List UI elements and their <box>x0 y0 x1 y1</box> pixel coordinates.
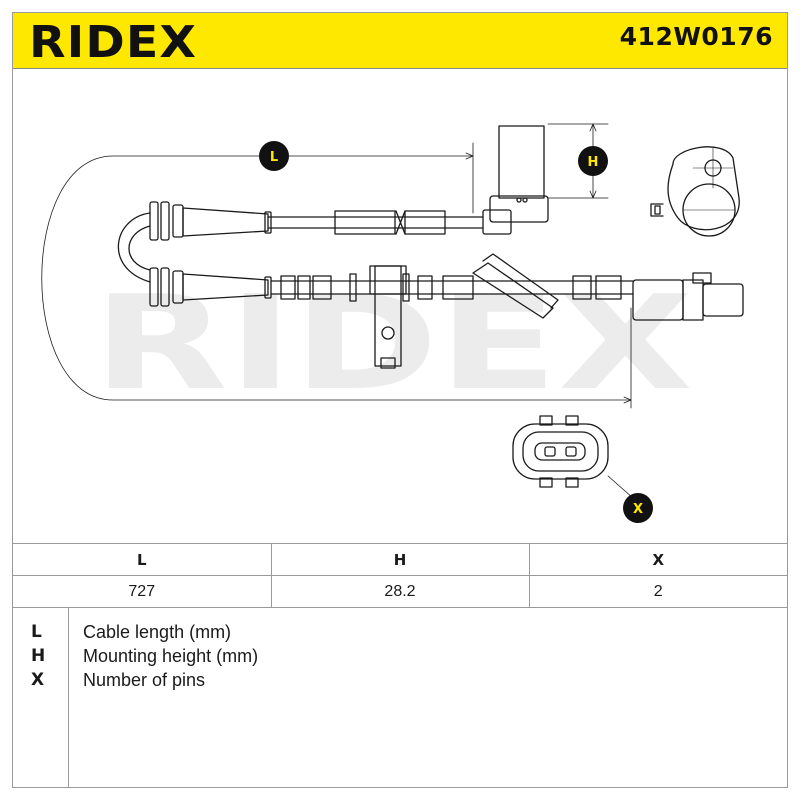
legend-key: H <box>31 646 46 666</box>
end-connector <box>632 272 744 321</box>
legend-key: L <box>31 622 42 642</box>
table-header-h: H <box>270 543 530 576</box>
table-header-l: L <box>13 543 272 576</box>
legend: L Cable length (mm) H Mounting height (m… <box>13 607 787 787</box>
svg-text:RIDEX: RIDEX <box>29 17 197 63</box>
badge-x: X <box>623 493 653 523</box>
cable-length-dimension-line <box>41 155 632 401</box>
technical-drawing: RIDEX <box>41 123 744 523</box>
legend-item: H Mounting height (mm) <box>13 646 787 670</box>
svg-text:L: L <box>270 150 278 165</box>
part-number: 412W0176 <box>619 22 773 51</box>
table-header-row: L H X <box>13 543 787 576</box>
legend-item: X Number of pins <box>13 670 787 694</box>
table-value-x: 2 <box>528 575 787 608</box>
badge-l: L <box>259 141 289 171</box>
svg-text:H: H <box>588 155 599 170</box>
upper-cable <box>149 201 484 241</box>
table-header-x: X <box>528 543 787 576</box>
legend-text: Cable length (mm) <box>83 622 232 642</box>
table-value-l: 727 <box>13 575 272 608</box>
legend-key: X <box>31 670 45 690</box>
table-value-h: 28.2 <box>270 575 530 608</box>
table-row: 727 28.2 2 <box>13 575 787 608</box>
svg-text:X: X <box>633 502 643 517</box>
lower-cable <box>149 253 634 319</box>
product-sheet: RIDEX 412W0176 RIDEX <box>12 12 788 788</box>
legend-text: Mounting height (mm) <box>83 646 259 666</box>
sensor-side-view <box>650 146 740 237</box>
legend-text: Number of pins <box>83 670 206 690</box>
cable-loop <box>117 212 151 283</box>
mounting-bracket <box>369 265 407 369</box>
header-bar: RIDEX 412W0176 <box>13 13 787 69</box>
dimensions-table: L H X 727 28.2 2 <box>13 543 787 608</box>
connector-face <box>512 415 634 499</box>
badge-h: H <box>578 146 608 176</box>
watermark: RIDEX <box>93 267 693 419</box>
ridex-logo: RIDEX <box>29 17 197 63</box>
legend-item: L Cable length (mm) <box>13 622 787 646</box>
sensor-head <box>482 125 549 235</box>
